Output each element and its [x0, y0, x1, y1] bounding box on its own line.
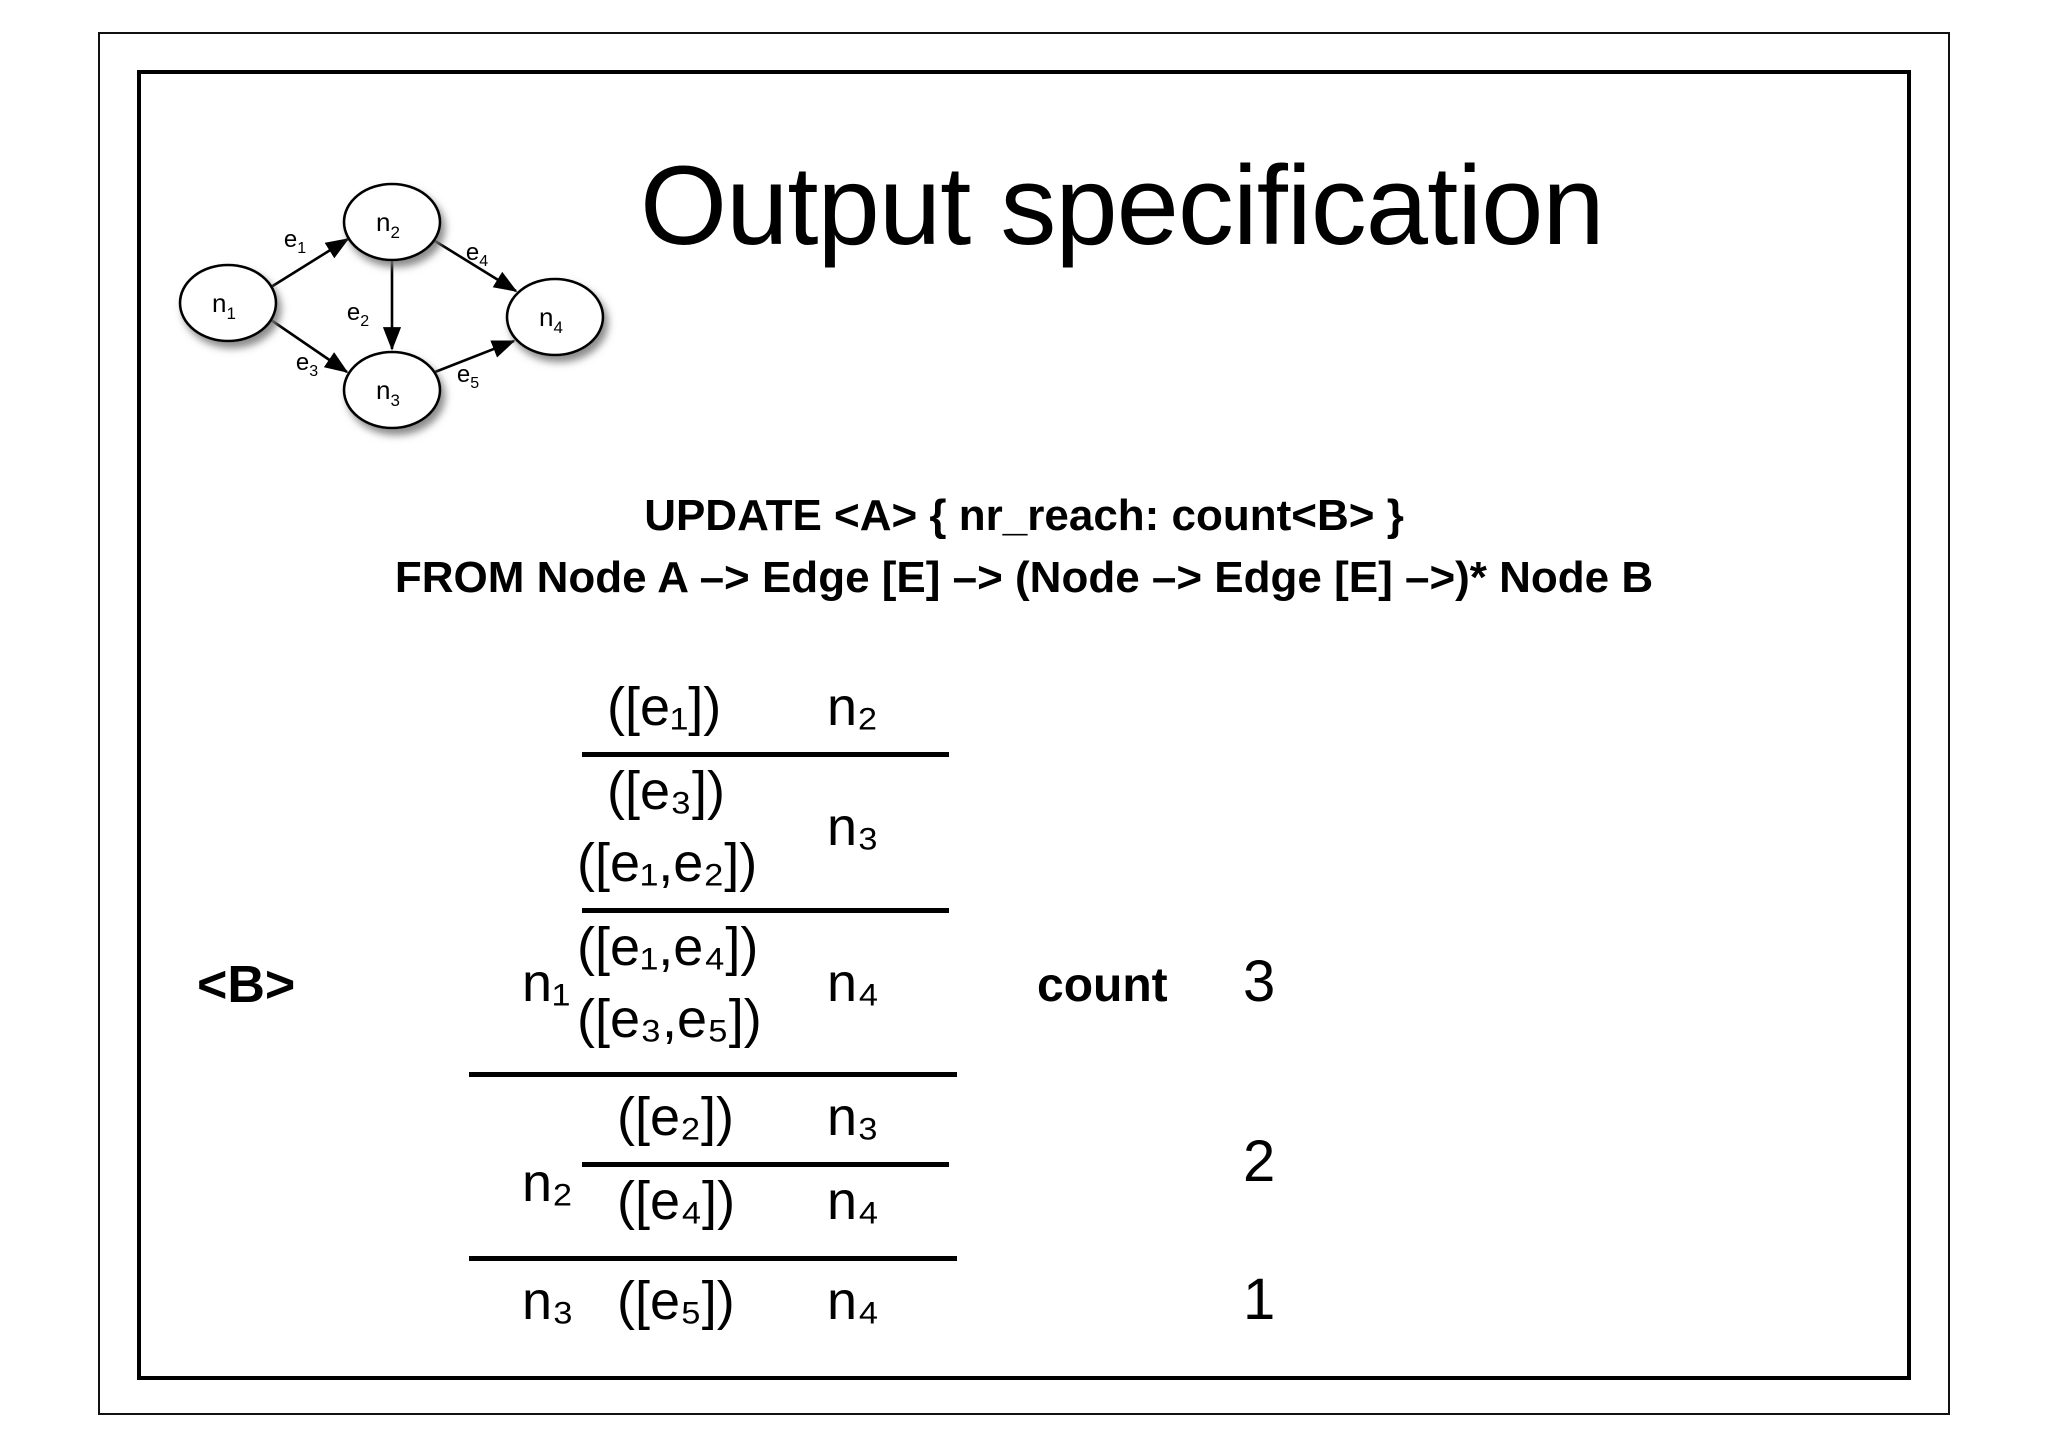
graph-edge-e3 — [270, 318, 349, 374]
query-specification: UPDATE <A> { nr_reach: count<B> } FROM N… — [137, 485, 1911, 610]
table-cell-target: n₄ — [827, 1171, 880, 1231]
table-cell-target: n₄ — [827, 953, 880, 1013]
table-cell-count: 1 — [1243, 1267, 1276, 1332]
graph-edge-label-e2: e2 — [347, 299, 369, 330]
table-divider — [582, 752, 949, 757]
table-divider — [582, 1162, 949, 1167]
table-group-divider — [469, 1256, 957, 1261]
table-cell-path: ([e₃]) — [607, 761, 725, 821]
b-variable-label: <B> — [197, 956, 296, 1014]
table-cell-path: ([e₁,e₂]) — [577, 833, 758, 893]
table-cell-target: n₄ — [827, 1271, 880, 1331]
result-table: <B> count n₁ ([e₁]) n₂ ([e₃]) ([e₁,e₂]) … — [137, 677, 1911, 1350]
graph-node-n3 — [342, 350, 442, 430]
table-cell-path: ([e₁,e₄]) — [577, 917, 759, 977]
graph-node-n4 — [505, 277, 605, 357]
graph-edge-label-e3: e3 — [296, 349, 318, 380]
query-from-line: FROM Node A –> Edge [E] –> (Node –> Edge… — [394, 553, 1654, 603]
table-cell-target: n₂ — [827, 677, 878, 737]
table-cell-path: ([e₅]) — [617, 1271, 735, 1331]
graph-edge-label-e4: e4 — [466, 239, 488, 270]
query-update-line: UPDATE <A> { nr_reach: count<B> } — [644, 491, 1404, 540]
graph-edge-label-e5: e5 — [457, 361, 479, 392]
table-group-divider — [469, 1072, 957, 1077]
graph-diagram: n1 n2 n3 n4 e1 e2 e3 e4 e5 — [150, 160, 650, 460]
graph-edge-e1 — [270, 237, 350, 289]
count-column-header: count — [1037, 959, 1168, 1012]
table-cell-target: n₃ — [827, 1087, 880, 1147]
graph-edge-label-e1: e1 — [284, 226, 306, 257]
table-cell-count: 2 — [1243, 1129, 1276, 1194]
table-cell-path: ([e₃,e₅]) — [577, 989, 762, 1049]
table-cell-target: n₃ — [827, 797, 880, 857]
table-cell-path: ([e₄]) — [617, 1171, 736, 1231]
slide-inner-border — [137, 70, 1911, 1380]
table-row-source-n3: n₃ — [522, 1271, 575, 1331]
table-row-source-n2: n₂ — [522, 1153, 573, 1213]
graph-edge-e5 — [434, 339, 516, 374]
table-divider — [582, 908, 949, 913]
table-cell-path: ([e₁]) — [607, 677, 722, 737]
graph-edge-e4 — [434, 239, 518, 293]
slide-outer-border — [98, 32, 1950, 1415]
graph-node-n2 — [342, 182, 442, 262]
page-title: Output specification — [640, 143, 1605, 268]
table-cell-path: ([e₂]) — [617, 1087, 734, 1147]
table-cell-count: 3 — [1243, 949, 1276, 1014]
graph-node-n1 — [178, 263, 278, 343]
table-row-source-n1: n₁ — [522, 953, 571, 1013]
